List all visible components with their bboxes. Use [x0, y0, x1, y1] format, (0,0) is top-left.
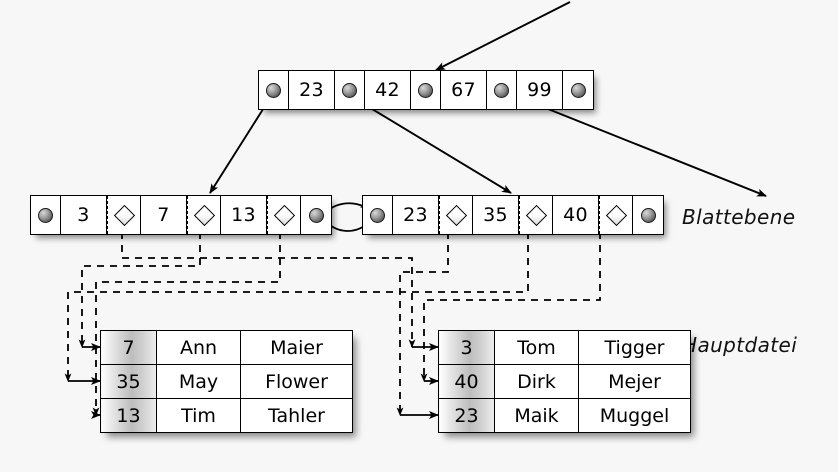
root-node-key-cell[interactable]: 42	[365, 71, 411, 109]
diamond-record-pointer-icon	[193, 204, 215, 226]
leaf-left-pointer-0[interactable]	[31, 196, 61, 234]
pointer-bullet-icon	[308, 207, 324, 223]
pointer-bullet-icon	[266, 82, 281, 98]
table-left-key-cell: 7	[100, 330, 157, 365]
table-right-first-name-cell: Maik	[494, 398, 579, 433]
table-left-last-name-cell: Flower	[240, 364, 353, 399]
leaf-left-pointer-7[interactable]	[301, 196, 331, 234]
diamond-record-pointer-icon	[113, 204, 135, 226]
table-right-last-name-cell: Muggel	[578, 398, 691, 433]
table-left-key-cell: 13	[100, 398, 157, 433]
diamond-record-pointer-icon	[605, 204, 627, 226]
pointer-bullet-icon	[494, 82, 509, 98]
root-node-key-cell[interactable]: 99	[517, 71, 563, 109]
root-node-key-cell[interactable]: 67	[441, 71, 487, 109]
root-node-pointer-2[interactable]	[335, 71, 365, 109]
leaf-right-key-cell[interactable]: 23	[393, 196, 439, 234]
table-right-key-cell: 3	[438, 330, 495, 365]
pointer-bullet-icon	[38, 207, 53, 223]
diamond-record-pointer-icon	[525, 204, 547, 226]
leaf-right-record-pointer-6[interactable]	[599, 196, 633, 234]
table-right-first-name-cell: Tom	[494, 330, 579, 365]
diamond-record-pointer-icon	[273, 204, 295, 226]
leaf-left-key-cell[interactable]: 3	[61, 196, 107, 234]
arrow-root-to-leaf-left	[209, 94, 273, 194]
root-node-pointer-4[interactable]	[411, 71, 441, 109]
root-index-node[interactable]: 23 42 67 99	[258, 70, 594, 110]
leaf-left-record-pointer-2[interactable]	[107, 196, 141, 234]
table-right-key-cell: 40	[438, 364, 495, 399]
root-node-pointer-8[interactable]	[563, 71, 593, 109]
arrow-root-to-right-caption	[512, 94, 767, 197]
leaf-node-right[interactable]: 23 35 40	[362, 195, 664, 235]
leaf-left-key-cell[interactable]: 13	[221, 196, 267, 234]
table-left-first-name-cell: Ann	[156, 330, 241, 365]
pointer-bullet-icon	[640, 207, 656, 223]
pointer-bullet-icon	[570, 82, 586, 98]
table-right-key-cell: 23	[438, 398, 495, 433]
leaf-right-record-pointer-4[interactable]	[519, 196, 553, 234]
table-right-last-name-cell: Tigger	[578, 330, 691, 365]
caption-leaf-level: Blattebene	[682, 205, 796, 229]
pointer-bullet-icon	[370, 207, 385, 223]
leaf-right-key-cell[interactable]: 40	[553, 196, 599, 234]
leaf-left-record-pointer-6[interactable]	[267, 196, 301, 234]
leaf-right-key-cell[interactable]: 35	[473, 196, 519, 234]
root-node-key-cell[interactable]: 23	[289, 71, 335, 109]
leaf-right-pointer-0[interactable]	[363, 196, 393, 234]
table-left-first-name-cell: May	[156, 364, 241, 399]
table-right-first-name-cell: Dirk	[494, 364, 579, 399]
incoming-root-arrow	[435, 1, 571, 71]
leaf-right-record-pointer-2[interactable]	[439, 196, 473, 234]
record-pointer-arrowheads	[68, 343, 439, 419]
diamond-record-pointer-icon	[445, 204, 467, 226]
root-node-pointer-6[interactable]	[487, 71, 517, 109]
caption-main-file: Hauptdatei	[682, 333, 798, 357]
table-right-last-name-cell: Mejer	[578, 364, 691, 399]
arrow-root-to-leaf-right	[348, 94, 512, 194]
table-left-key-cell: 35	[100, 364, 157, 399]
table-left-last-name-cell: Maier	[240, 330, 353, 365]
leaf-right-pointer-7[interactable]	[633, 196, 663, 234]
table-left-first-name-cell: Tim	[156, 398, 241, 433]
leaf-left-record-pointer-4[interactable]	[187, 196, 221, 234]
table-left-last-name-cell: Tahler	[240, 398, 353, 433]
root-node-pointer-0[interactable]	[259, 71, 289, 109]
leaf-left-key-cell[interactable]: 7	[141, 196, 187, 234]
pointer-bullet-icon	[418, 82, 433, 98]
pointer-bullet-icon	[342, 82, 357, 98]
